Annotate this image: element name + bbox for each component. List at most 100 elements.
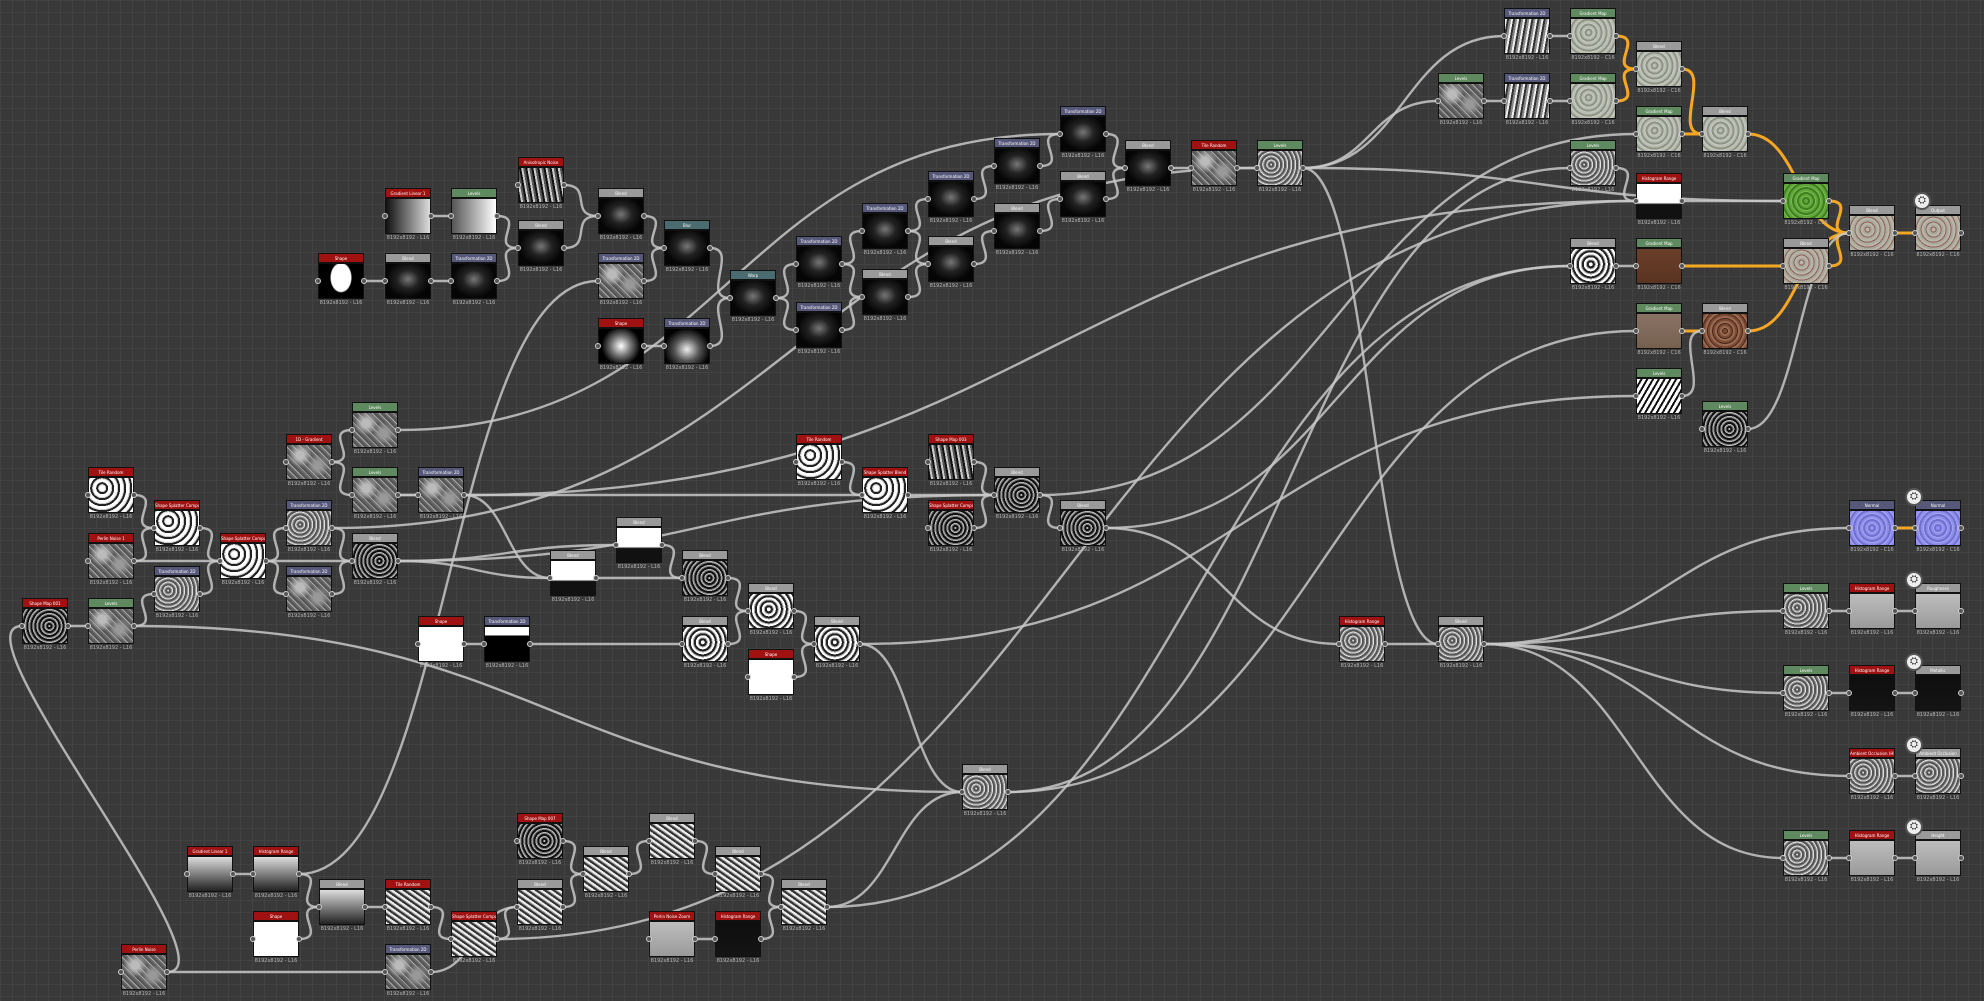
output-pin[interactable] [791,608,797,614]
output-pin[interactable] [1892,525,1898,531]
output-pin[interactable] [857,641,863,647]
input-pin[interactable] [859,492,865,498]
output-pin[interactable] [1826,198,1832,204]
input-pin[interactable] [1912,773,1918,779]
input-pin[interactable] [514,904,520,910]
output-pin[interactable] [1958,608,1964,614]
input-pin[interactable] [151,591,157,597]
output-pin[interactable] [1958,525,1964,531]
input-pin[interactable] [1057,525,1063,531]
input-pin[interactable] [1699,426,1705,432]
input-pin[interactable] [283,459,289,465]
graph-node[interactable]: Shape Splatter Composite8192x8192 - L16 [151,500,203,557]
output-pin[interactable] [905,294,911,300]
input-pin[interactable] [1780,855,1786,861]
output-pin[interactable] [395,427,401,433]
output-pin[interactable] [1234,165,1240,171]
input-pin[interactable] [1633,66,1639,72]
input-pin[interactable] [1501,33,1507,39]
input-pin[interactable] [1633,328,1639,334]
input-pin[interactable] [1567,33,1573,39]
output-pin[interactable] [362,904,368,910]
output-pin[interactable] [1958,690,1964,696]
input-pin[interactable] [1122,165,1128,171]
input-pin[interactable] [1567,98,1573,104]
output-pin[interactable] [1168,165,1174,171]
input-pin[interactable] [1699,328,1705,334]
output-pin[interactable] [1679,131,1685,137]
output-pin[interactable] [395,558,401,564]
output-pin[interactable] [725,575,731,581]
input-pin[interactable] [1780,690,1786,696]
output-pin[interactable] [1892,230,1898,236]
input-pin[interactable] [217,558,223,564]
input-pin[interactable] [515,182,521,188]
output-pin[interactable] [1547,98,1553,104]
input-pin[interactable] [1912,525,1918,531]
input-pin[interactable] [1633,393,1639,399]
input-pin[interactable] [85,558,91,564]
input-pin[interactable] [859,228,865,234]
output-pin[interactable] [1679,198,1685,204]
input-pin[interactable] [349,558,355,564]
graph-node[interactable]: Shape Splatter Composite8192x8192 - L16 [448,911,500,968]
output-pin[interactable] [1382,641,1388,647]
input-pin[interactable] [283,591,289,597]
output-pin[interactable] [758,936,764,942]
output-pin[interactable] [494,936,500,942]
output-pin[interactable] [905,492,911,498]
output-pin[interactable] [1613,98,1619,104]
output-pin[interactable] [1037,228,1043,234]
output-pin[interactable] [131,558,137,564]
input-pin[interactable] [1912,230,1918,236]
input-pin[interactable] [745,608,751,614]
input-pin[interactable] [1780,608,1786,614]
input-pin[interactable] [1567,165,1573,171]
output-pin[interactable] [641,343,647,349]
input-pin[interactable] [1057,131,1063,137]
input-pin[interactable] [250,936,256,942]
input-pin[interactable] [595,213,601,219]
input-pin[interactable] [382,213,388,219]
output-pin[interactable] [230,871,236,877]
output-pin[interactable] [197,525,203,531]
output-pin[interactable] [164,969,170,975]
input-pin[interactable] [448,278,454,284]
output-pin[interactable] [1826,855,1832,861]
output-pin[interactable] [1613,263,1619,269]
graph-node[interactable]: Ambient Occlusion (HBAO)8192x8192 - L16 [1846,748,1898,805]
input-pin[interactable] [315,278,321,284]
input-pin[interactable] [1780,263,1786,269]
output-pin[interactable] [839,459,845,465]
input-pin[interactable] [646,838,652,844]
